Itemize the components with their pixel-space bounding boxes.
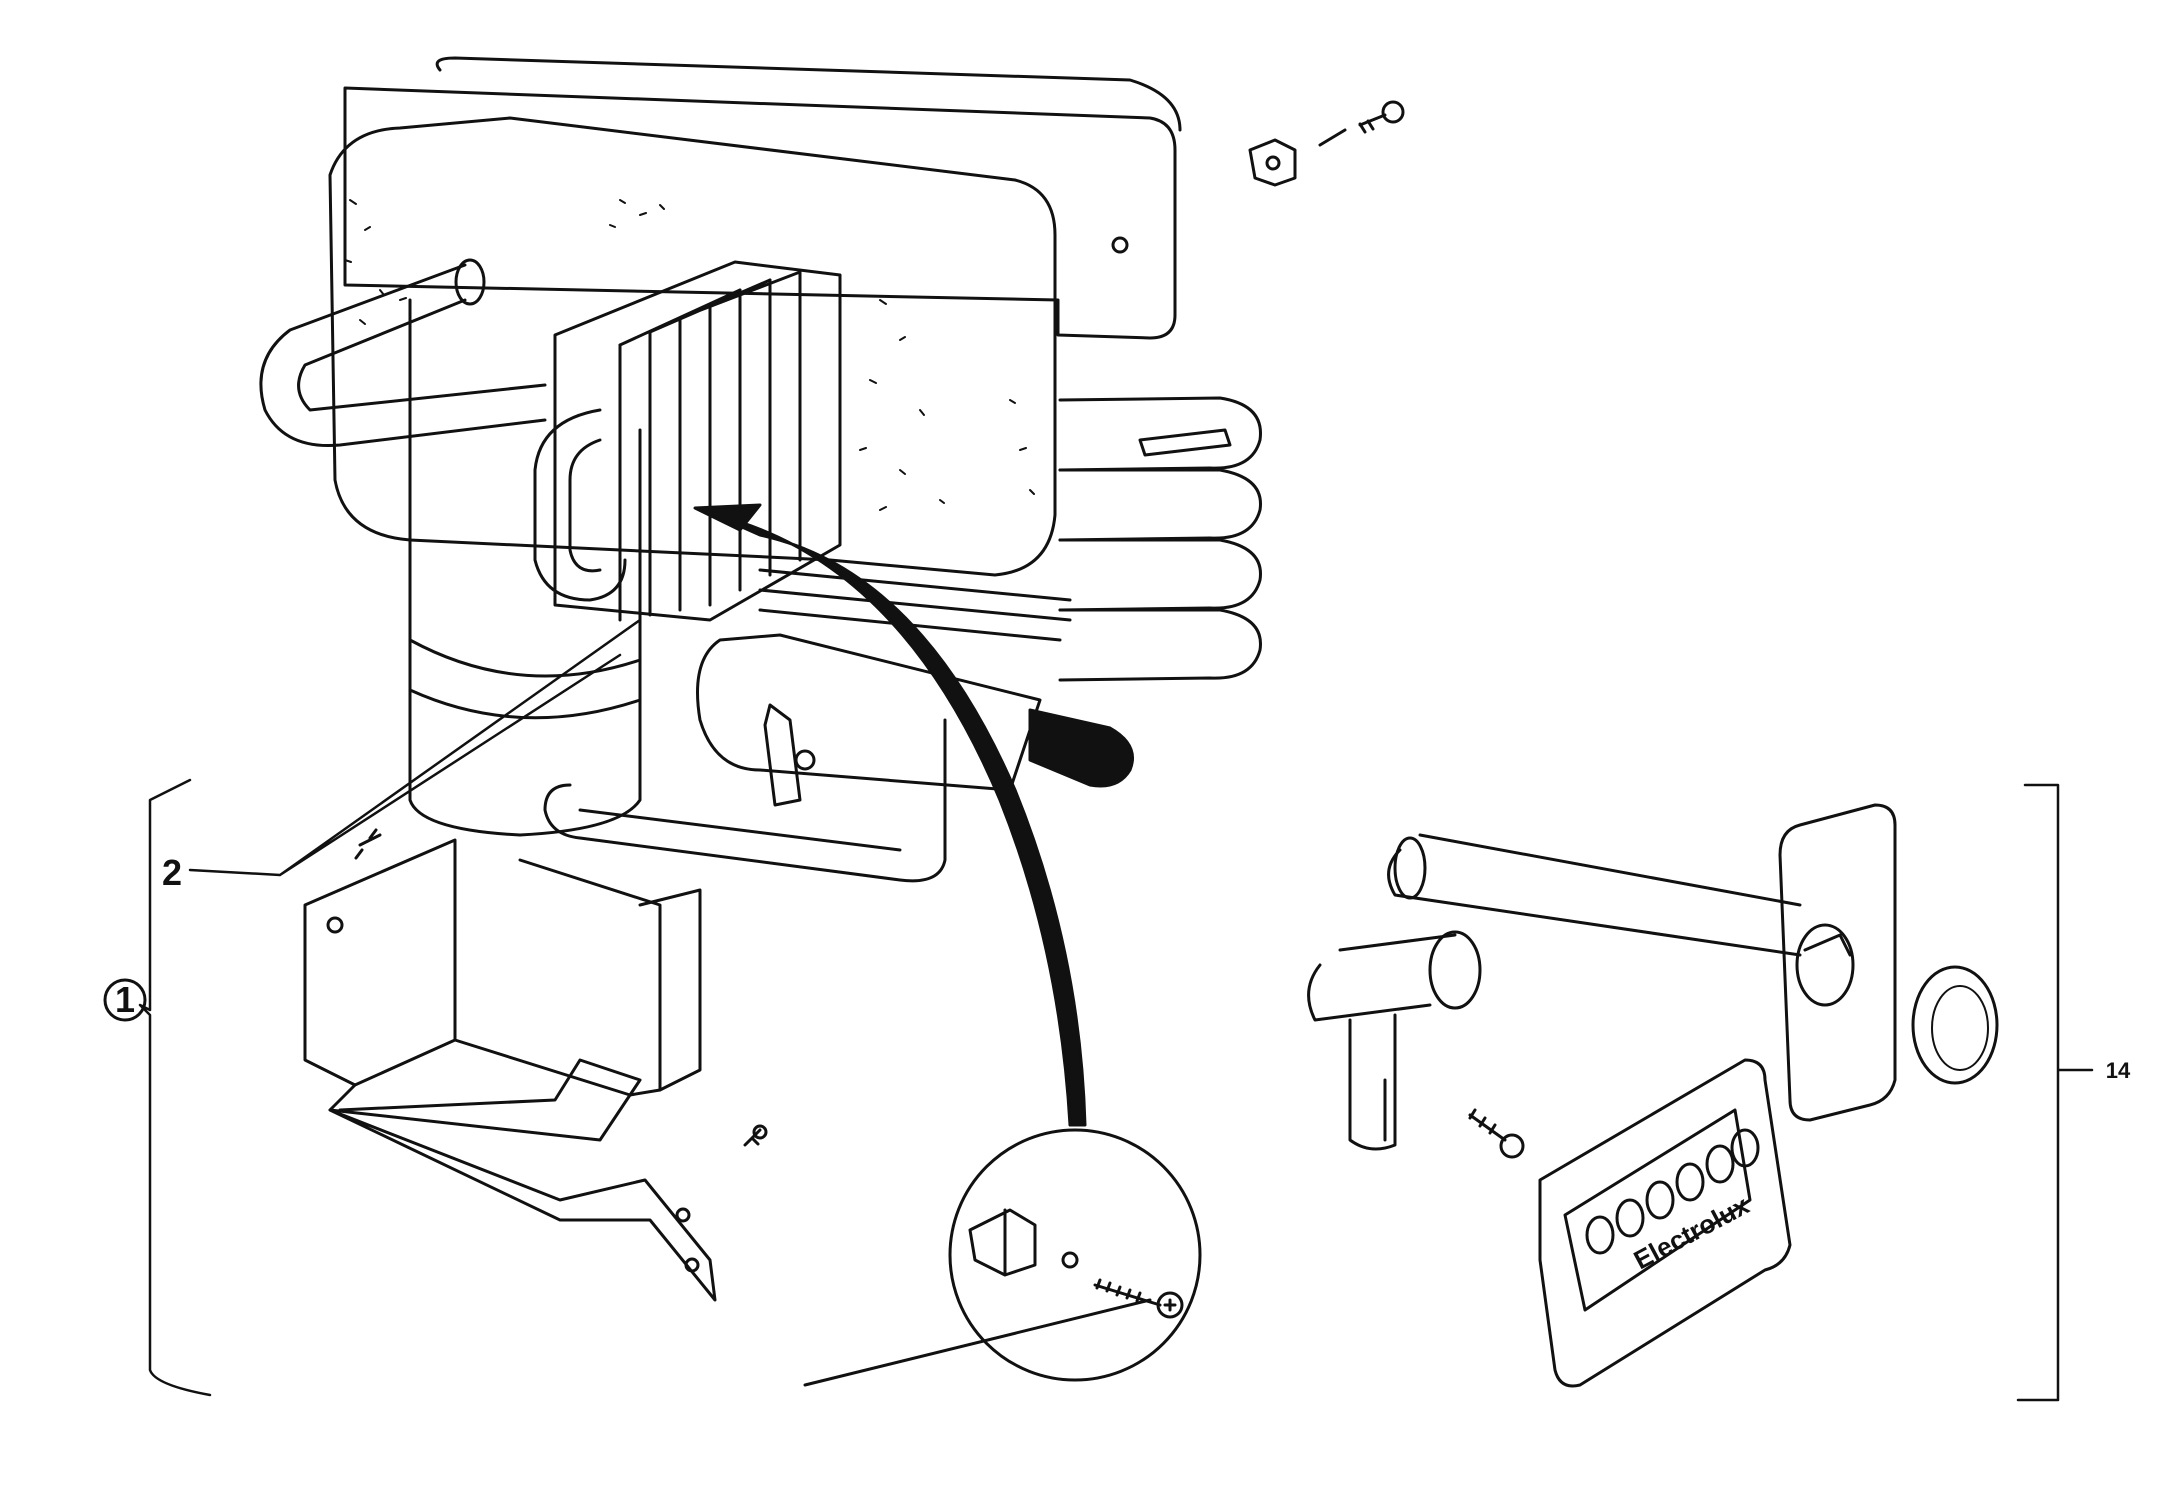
callout-2-label: 2 (162, 852, 182, 893)
plate-holes (1585, 1128, 1760, 1255)
t-tube (1307, 933, 1457, 1022)
lower-pipe-inner (578, 808, 902, 852)
detail-callout (693, 503, 1202, 1387)
fin-block (553, 260, 842, 622)
callout-1-circle (103, 978, 147, 1022)
reservoir-cylinder (696, 633, 1042, 807)
u-tube-front (533, 408, 627, 602)
screw-icon (1093, 1278, 1162, 1307)
callout-14-label: 14 (2106, 1058, 2131, 1083)
u-tube-left-inner (297, 298, 547, 412)
condenser-coils (1058, 396, 1262, 682)
plate-screw (1468, 1108, 1507, 1142)
rear-mounting-plate (343, 86, 1177, 340)
top-clip-and-screw (1248, 100, 1405, 187)
clip-icon (968, 1208, 1037, 1277)
burner-kit: Electrolux (1307, 803, 1999, 1388)
boiler-cylinder (408, 298, 642, 837)
absorber-housing (328, 116, 1057, 577)
base-bracket (303, 828, 768, 1302)
igniter-button (1911, 965, 1999, 1085)
rear-top-tube (435, 56, 1182, 132)
plate-knob (1795, 923, 1855, 1007)
lower-pipe (543, 718, 947, 883)
control-knob (1028, 708, 1134, 788)
bracket-item-14 (2016, 783, 2094, 1402)
cooling-unit (259, 56, 1262, 883)
mounting-hole (1111, 236, 1129, 254)
boiler-band-2 (408, 688, 642, 720)
callout-1-label: 1 (115, 979, 135, 1020)
leader-item-2 (188, 618, 642, 877)
bracket-screw-bottom (743, 1128, 762, 1147)
detail-magnifier-circle (948, 1128, 1202, 1382)
labels: 1 2 14 (103, 852, 2131, 1083)
insulation-texture (344, 199, 1035, 511)
bracket-screw-top (354, 828, 382, 860)
u-tube-front-inner (568, 438, 602, 573)
cover-plate (1778, 803, 1897, 1122)
boiler-band (408, 638, 642, 678)
u-tube-left (259, 263, 547, 448)
u-tube-end (454, 258, 486, 306)
brand-plate (1538, 1058, 1792, 1388)
t-tube-end (1428, 930, 1482, 1010)
detail-leader-line (803, 1298, 1152, 1387)
callout-arrow (713, 513, 1087, 1127)
